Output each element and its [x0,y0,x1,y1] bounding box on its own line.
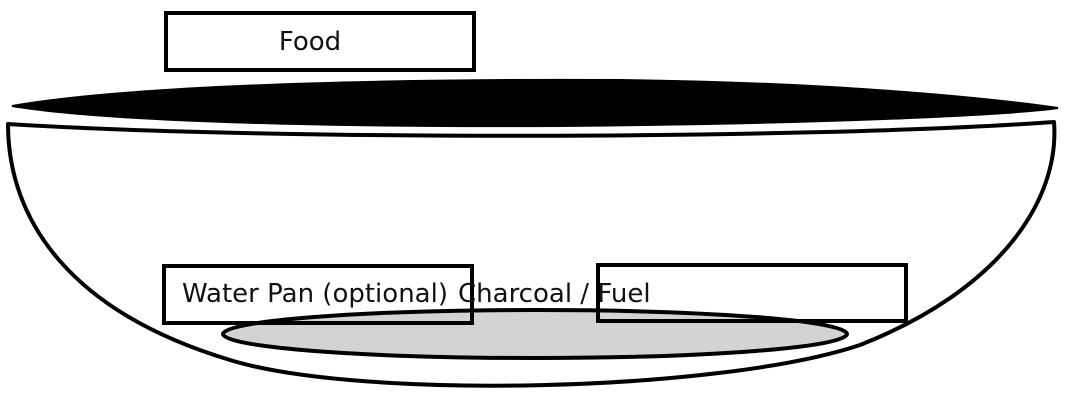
food-label-box: Food [164,11,476,72]
food-label: Food [278,26,342,57]
charcoal-fuel-label: Charcoal / Fuel [458,279,651,309]
charcoal-fuel-label-box [596,263,908,323]
grill-lid-shape [11,78,1059,128]
water-pan-label: Water Pan (optional) [182,279,448,309]
water-pan-label-box [162,264,474,325]
